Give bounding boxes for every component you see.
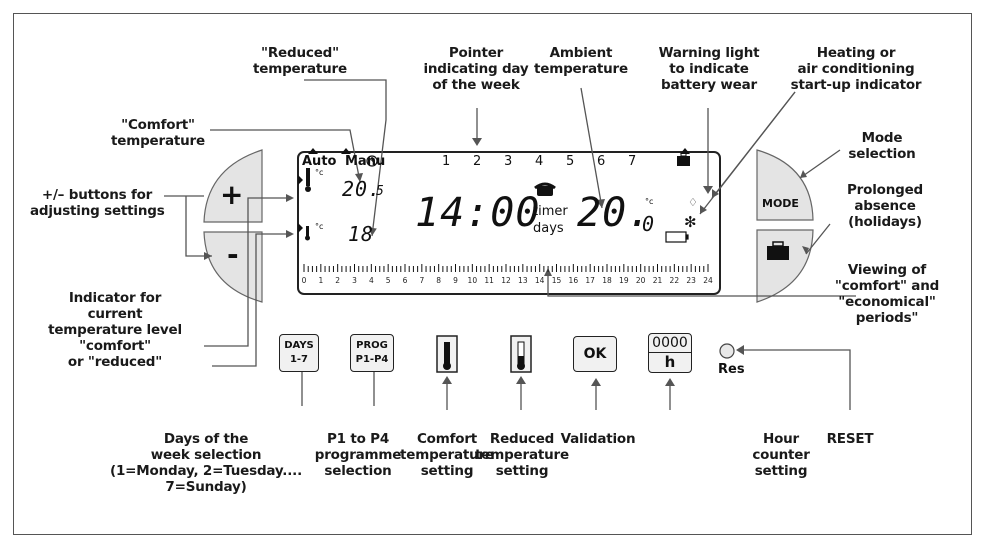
hour-label: 14 <box>534 276 545 285</box>
prog-button[interactable]: PROG P1-P4 <box>350 334 394 372</box>
lcd-timer: timer <box>533 204 568 219</box>
lcd-ambient-decimal: 0 <box>642 212 656 236</box>
lcd-manu: Manu <box>345 154 386 169</box>
holiday-button-shape <box>756 229 814 303</box>
hour-label: 0 <box>301 276 307 285</box>
lcd-comfort-unit: °c <box>315 168 324 177</box>
lcd-snowflake-icon: ✻ <box>684 213 697 231</box>
hour-label: 19 <box>619 276 629 285</box>
frame <box>13 13 972 535</box>
lcd-time: 14:00 <box>415 190 541 236</box>
ok-button[interactable]: OK <box>573 336 617 372</box>
label-validation: Validation <box>560 431 636 447</box>
mode-button[interactable]: MODE <box>762 197 799 210</box>
hour-counter-top: 0000 <box>649 334 691 353</box>
lcd-ambient-unit: °c <box>645 197 654 206</box>
hour-label: 8 <box>436 276 442 285</box>
hour-label: 5 <box>385 276 391 285</box>
mode-button-shape <box>756 149 814 221</box>
lcd-day-6: 6 <box>597 154 606 169</box>
hour-label: 23 <box>686 276 696 285</box>
hour-label: 22 <box>669 276 680 285</box>
hour-tick-marks <box>303 264 709 272</box>
hour-label: 24 <box>703 276 713 285</box>
hour-label: 15 <box>551 276 562 285</box>
lcd-auto: Auto <box>302 154 337 169</box>
days-button-top: DAYS <box>284 340 314 351</box>
lcd-days-word: days <box>533 221 564 236</box>
clock-icon <box>366 155 378 167</box>
hour-label: 17 <box>585 276 595 285</box>
hour-label: 10 <box>467 276 478 285</box>
hour-counter-bottom: h <box>664 353 676 371</box>
label-comfort-temperature: "Comfort"temperature <box>111 117 205 149</box>
lcd-day-5: 5 <box>566 154 575 169</box>
hour-label: 2 <box>335 276 341 285</box>
hour-label: 7 <box>419 276 425 285</box>
lcd-comfort-decimal: 5 <box>376 184 385 199</box>
hour-label: 11 <box>484 276 494 285</box>
phone-icon <box>537 186 553 196</box>
hour-label: 12 <box>501 276 511 285</box>
lcd-day-7: 7 <box>628 154 637 169</box>
hour-label: 18 <box>602 276 612 285</box>
prog-button-top: PROG <box>356 340 388 351</box>
hour-label: 16 <box>568 276 579 285</box>
hour-label: 4 <box>368 276 374 285</box>
hour-label: 9 <box>453 276 458 285</box>
plus-button[interactable]: + <box>220 178 244 211</box>
lcd-day-1: 1 <box>442 154 451 169</box>
days-button[interactable]: DAYS 1-7 <box>279 334 319 372</box>
hour-counter-button[interactable]: 0000 h <box>648 333 692 373</box>
lcd-flame-icon: ♢ <box>688 196 698 209</box>
label-reset: RESET <box>826 431 874 447</box>
lcd-comfort-value: 20. <box>342 177 382 201</box>
reset-label: Res <box>718 362 745 377</box>
label-reduced-temperature: "Reduced"temperature <box>253 45 347 77</box>
reset-button-shape <box>719 343 735 359</box>
days-button-bottom: 1-7 <box>289 354 309 365</box>
hour-label: 20 <box>635 276 646 285</box>
lcd-day-3: 3 <box>504 154 513 169</box>
lcd-ambient: 20. <box>577 190 653 236</box>
prog-button-bottom: P1-P4 <box>355 354 389 365</box>
lcd-day-2: 2 <box>473 154 482 169</box>
hour-label: 13 <box>518 276 528 285</box>
holiday-suitcase-icon <box>767 246 789 260</box>
suitcase-icon <box>677 156 690 166</box>
hour-label: 6 <box>402 276 408 285</box>
minus-button[interactable]: - <box>227 238 239 271</box>
hour-label: 1 <box>318 276 324 285</box>
hour-label: 21 <box>652 276 663 285</box>
lcd-reduced-unit: °c <box>315 222 324 231</box>
lcd-reduced-value: 18 <box>348 222 375 246</box>
hour-label: 3 <box>352 276 357 285</box>
battery-icon <box>665 231 687 243</box>
lcd-day-4: 4 <box>535 154 544 169</box>
label-viewing-periods: Viewing of"comfort" and"economical"perio… <box>834 262 940 326</box>
